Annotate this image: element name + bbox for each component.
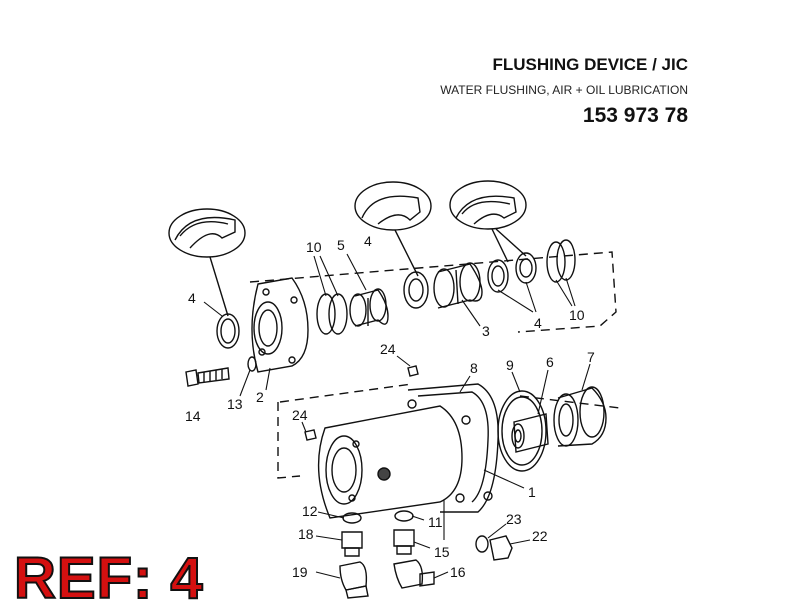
seal-detail-bubble-middle bbox=[354, 181, 432, 277]
o-ring-9 bbox=[497, 390, 547, 472]
callout-6: 6 bbox=[546, 354, 554, 370]
callout-4-left: 4 bbox=[188, 290, 196, 306]
callout-8: 8 bbox=[470, 360, 478, 376]
callout-14: 14 bbox=[185, 408, 201, 424]
callout-9: 9 bbox=[506, 357, 514, 373]
seal-4-left bbox=[216, 313, 240, 349]
page-title: FLUSHING DEVICE / JIC bbox=[492, 55, 688, 74]
callout-22: 22 bbox=[532, 528, 548, 544]
callout-15: 15 bbox=[434, 544, 450, 560]
callout-4-middle: 4 bbox=[364, 233, 372, 249]
nozzle-6 bbox=[511, 413, 549, 453]
plug-24-upper bbox=[407, 365, 419, 377]
seal-detail-bubble-left bbox=[168, 208, 246, 317]
assembly-outline-upper bbox=[249, 251, 617, 333]
elbow-19 bbox=[339, 561, 369, 599]
seal-detail-bubble-right bbox=[449, 180, 527, 263]
fitting-18 bbox=[341, 531, 363, 557]
bushing-3 bbox=[433, 262, 483, 309]
part-number: 153 973 78 bbox=[582, 104, 688, 127]
callout-13: 13 bbox=[227, 396, 243, 412]
plug-24-lower bbox=[304, 429, 317, 441]
callout-24-lower: 24 bbox=[292, 407, 308, 423]
housing-1 bbox=[317, 405, 463, 519]
callout-23: 23 bbox=[506, 511, 522, 527]
callout-16: 16 bbox=[450, 564, 466, 580]
washer-23 bbox=[475, 535, 489, 553]
fitting-15 bbox=[393, 529, 415, 555]
washer-13 bbox=[247, 356, 257, 372]
elbow-16 bbox=[393, 559, 435, 589]
callout-11: 11 bbox=[428, 514, 443, 530]
flange-2 bbox=[251, 277, 309, 373]
o-ring-10-right-pair bbox=[546, 239, 576, 283]
callout-12: 12 bbox=[302, 503, 318, 519]
callout-2: 2 bbox=[256, 389, 264, 405]
gasket-8 bbox=[407, 383, 499, 513]
callout-10-left: 10 bbox=[306, 239, 322, 255]
callout-4-right: 4 bbox=[534, 315, 542, 331]
callout-7: 7 bbox=[587, 349, 595, 365]
cover-7 bbox=[553, 386, 607, 447]
sleeve-5 bbox=[349, 288, 389, 327]
o-ring-10-left-pair bbox=[316, 293, 348, 335]
callout-18: 18 bbox=[298, 526, 314, 542]
callout-19: 19 bbox=[292, 564, 308, 580]
callout-24-upper: 24 bbox=[380, 341, 396, 357]
ref-label: REF: 4 bbox=[13, 546, 204, 611]
seal-4-right-pair bbox=[487, 252, 537, 293]
callout-1: 1 bbox=[528, 484, 536, 500]
plug-22 bbox=[489, 535, 513, 561]
page-subtitle: WATER FLUSHING, AIR + OIL LUBRICATION bbox=[440, 83, 688, 97]
seal-4-middle bbox=[403, 271, 429, 309]
assembly-outline-lower bbox=[277, 383, 621, 479]
bolt-14 bbox=[185, 367, 230, 387]
callout-3: 3 bbox=[482, 323, 490, 339]
callout-5: 5 bbox=[337, 237, 345, 253]
washer-11 bbox=[394, 510, 414, 522]
callout-10-right: 10 bbox=[569, 307, 585, 323]
leader-lines bbox=[203, 253, 591, 579]
